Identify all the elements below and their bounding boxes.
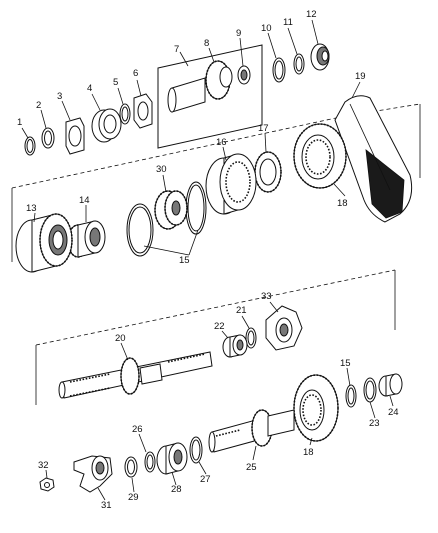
- callout-17: 17: [258, 123, 269, 134]
- callout-25: 25: [246, 462, 257, 473]
- part-13-planetary-carrier: [15, 213, 73, 273]
- callout-32: 32: [38, 460, 49, 471]
- detail-box-7: [157, 44, 263, 149]
- part-2-washer: [41, 127, 55, 149]
- callout-20: 20: [115, 333, 126, 344]
- part-3-thrust-plate: [65, 117, 85, 155]
- part-25-front-output-shaft: [208, 409, 295, 453]
- part-20-mainshaft: [58, 351, 213, 399]
- part-19-drive-chain: [334, 95, 413, 223]
- part-33-oil-pump: [265, 305, 303, 351]
- callout-30: 30: [156, 164, 167, 175]
- callout-23: 23: [369, 418, 380, 429]
- part-15-snap-ring-upper: [185, 181, 207, 235]
- callout-3: 3: [57, 91, 62, 102]
- callout-7: 7: [174, 44, 179, 55]
- part-15-snap-ring-lower: [126, 203, 154, 257]
- part-30-gear: [154, 190, 188, 230]
- callout-33: 33: [261, 291, 272, 302]
- part-8-output-shaft: [167, 60, 233, 113]
- part-12-bearing: [310, 43, 330, 71]
- part-24-bearing: [378, 373, 403, 397]
- callout-8: 8: [204, 38, 209, 49]
- part-23-snap-ring: [363, 377, 377, 403]
- callout-29: 29: [128, 492, 139, 503]
- callout-15-b: 15: [340, 358, 351, 369]
- part-1-snap-ring: [24, 136, 36, 156]
- part-15-snap-ring-right: [345, 384, 357, 408]
- callout-21: 21: [236, 305, 247, 316]
- middle-dashed-frame: [11, 103, 421, 262]
- part-18-driven-sprocket-upper: [293, 123, 347, 189]
- callout-14: 14: [79, 195, 90, 206]
- callout-24: 24: [388, 407, 399, 418]
- callout-16: 16: [216, 137, 227, 148]
- callout-10: 10: [261, 23, 272, 34]
- callout-19: 19: [355, 71, 366, 82]
- callout-2: 2: [36, 100, 41, 111]
- callout-13: 13: [26, 203, 37, 214]
- callout-15-a: 15: [179, 255, 190, 266]
- callout-4: 4: [87, 83, 92, 94]
- part-5-snap-ring: [119, 103, 131, 125]
- part-22-bearing: [222, 334, 248, 358]
- callout-1: 1: [17, 117, 22, 128]
- callout-11: 11: [283, 17, 293, 28]
- callout-22: 22: [214, 321, 225, 332]
- part-21-snap-ring: [245, 327, 257, 349]
- lower-dashed-frame: [35, 269, 396, 405]
- part-27-snap-ring: [189, 436, 203, 464]
- callout-27: 27: [200, 474, 211, 485]
- part-17-synchro-ring: [254, 151, 282, 193]
- callout-28: 28: [171, 484, 182, 495]
- part-9-pilot-bearing: [237, 65, 251, 85]
- part-14-hub: [67, 220, 106, 258]
- part-31-yoke: [73, 455, 113, 493]
- part-11-snap-ring: [293, 53, 305, 75]
- part-28-bearing: [156, 442, 188, 475]
- leader-lines: [21, 19, 394, 501]
- part-10-snap-ring: [272, 57, 286, 83]
- callout-labels: 1 2 3 4 5 6 7 8 9 10 11 12 13 14 15 15 1…: [17, 9, 399, 511]
- part-26-snap-ring: [144, 451, 156, 473]
- part-18-driven-sprocket-lower: [293, 374, 339, 442]
- callout-18-a: 18: [337, 198, 348, 209]
- part-29-seal: [124, 456, 138, 478]
- part-6-retainer-plate: [133, 93, 153, 129]
- part-16-shift-sleeve: [205, 153, 257, 215]
- callout-18-b: 18: [303, 447, 314, 458]
- part-32-nut: [39, 477, 55, 492]
- callout-5: 5: [113, 77, 118, 88]
- callout-6: 6: [133, 68, 138, 79]
- part-4-bearing: [91, 108, 122, 143]
- callout-12: 12: [306, 9, 317, 20]
- callout-31: 31: [101, 500, 112, 511]
- callout-26: 26: [132, 424, 143, 435]
- callout-9: 9: [236, 28, 241, 39]
